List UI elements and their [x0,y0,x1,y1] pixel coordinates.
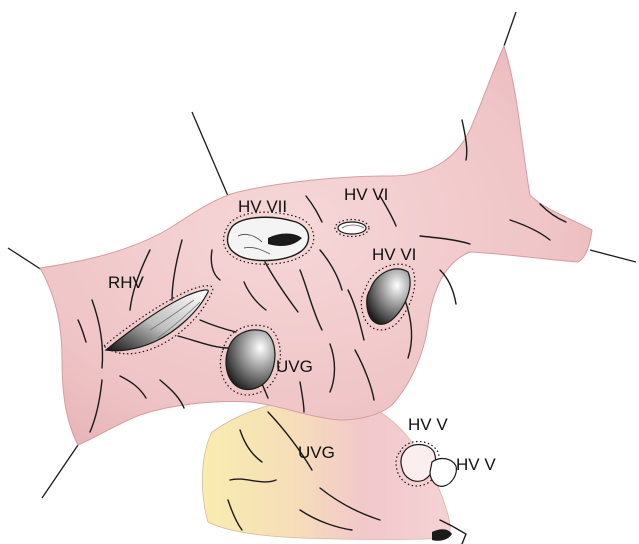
label-hv-vi-upper: HV VI [344,185,388,204]
label-hv-v-right: HV V [456,455,496,474]
liver-body [40,46,592,445]
label-hv-vi-lower: HV VI [372,245,416,264]
label-uvg-lower: UVG [298,443,335,462]
label-uvg-upper: UVG [276,357,313,376]
label-hv-v-left: HV V [408,415,448,434]
label-rhv: RHV [108,273,145,292]
label-hv-vii: HV VII [238,197,287,216]
